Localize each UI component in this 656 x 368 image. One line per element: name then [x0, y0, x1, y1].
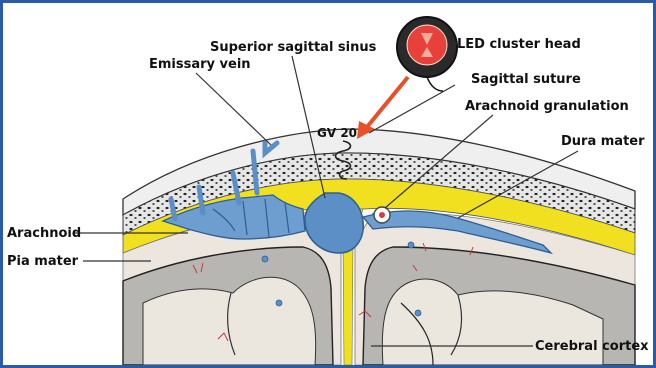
label-gv20: GV 20: [317, 126, 357, 140]
label-dura-mater: Dura mater: [561, 134, 645, 149]
arachnoid-granulation: [374, 207, 390, 223]
label-emissary-vein: Emissary vein: [149, 57, 251, 72]
label-cerebral-cortex: Cerebral cortex: [535, 339, 649, 354]
label-arachnoid: Arachnoid: [7, 226, 81, 241]
label-superior-sagittal-sinus: Superior sagittal sinus: [210, 40, 377, 55]
scalp-cross-section-diagram: LED cluster head Superior sagittal sinus…: [3, 3, 653, 365]
label-led-cluster-head: LED cluster head: [457, 37, 581, 52]
label-pia-mater: Pia mater: [7, 254, 79, 269]
label-sagittal-suture: Sagittal suture: [471, 72, 581, 87]
label-arachnoid-granulation: Arachnoid granulation: [465, 99, 629, 114]
